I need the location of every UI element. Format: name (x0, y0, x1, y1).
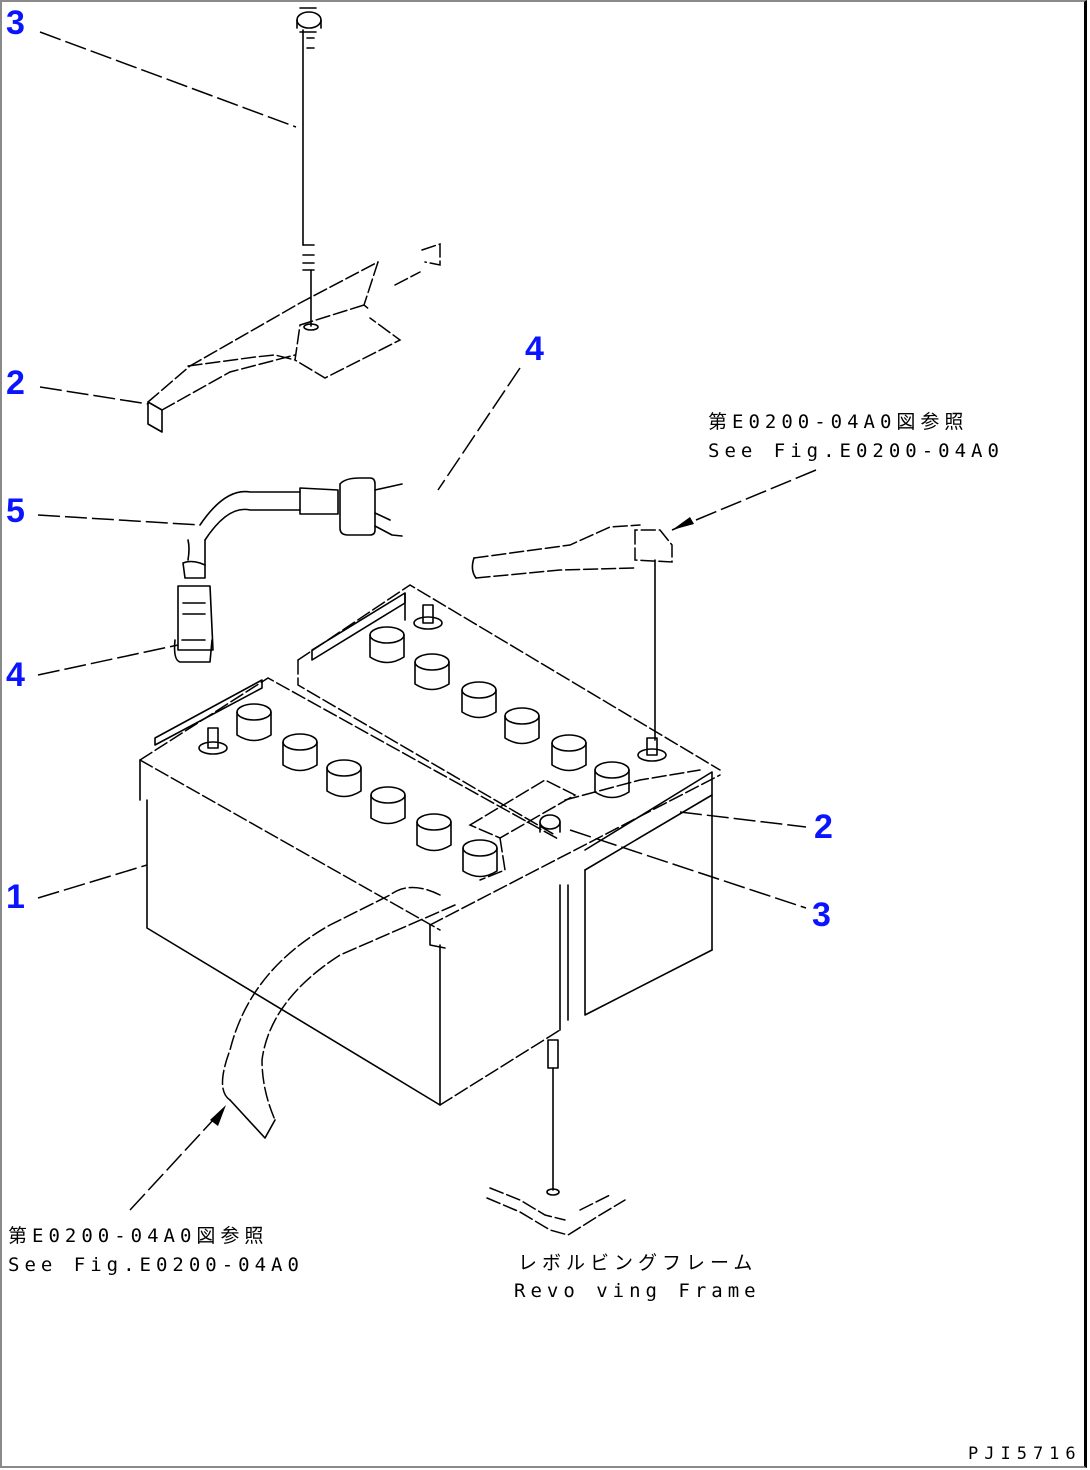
bolt-top (296, 7, 322, 331)
cell-caps (198, 604, 667, 878)
battery-rear (297, 584, 721, 1021)
callout-4-top: 4 (525, 330, 544, 368)
bracket-top (147, 242, 441, 433)
revolving-frame-label-en: Revo ving Frame (514, 1280, 761, 1302)
frame-bolt (486, 1039, 626, 1236)
callout-2-right: 2 (814, 808, 833, 846)
callout-2-left: 2 (6, 364, 25, 402)
callout-1: 1 (6, 878, 25, 916)
drawing-number: PJI5716 (968, 1444, 1082, 1464)
jumper-cable (173, 477, 403, 663)
negative-cable (221, 886, 456, 1139)
callout-3-right: 3 (812, 896, 831, 934)
bracket-bottom (468, 769, 701, 881)
reference-note-bottom-left-en: See Fig.E0200-04A0 (8, 1254, 304, 1276)
reference-note-bottom-left-jp: 第E0200-04A0図参照 (8, 1225, 269, 1247)
reference-arrows (210, 517, 694, 1126)
positive-cable-stub (471, 524, 673, 741)
callout-5: 5 (6, 492, 25, 530)
leader-lines (37, 31, 817, 1211)
reference-note-top-right-jp: 第E0200-04A0図参照 (708, 411, 969, 433)
callout-3-top: 3 (6, 4, 25, 42)
battery-front (139, 677, 721, 1106)
revolving-frame-label-jp: レボルビングフレーム (518, 1252, 758, 1274)
callout-4-left: 4 (6, 656, 25, 694)
reference-note-top-right-en: See Fig.E0200-04A0 (708, 440, 1004, 462)
